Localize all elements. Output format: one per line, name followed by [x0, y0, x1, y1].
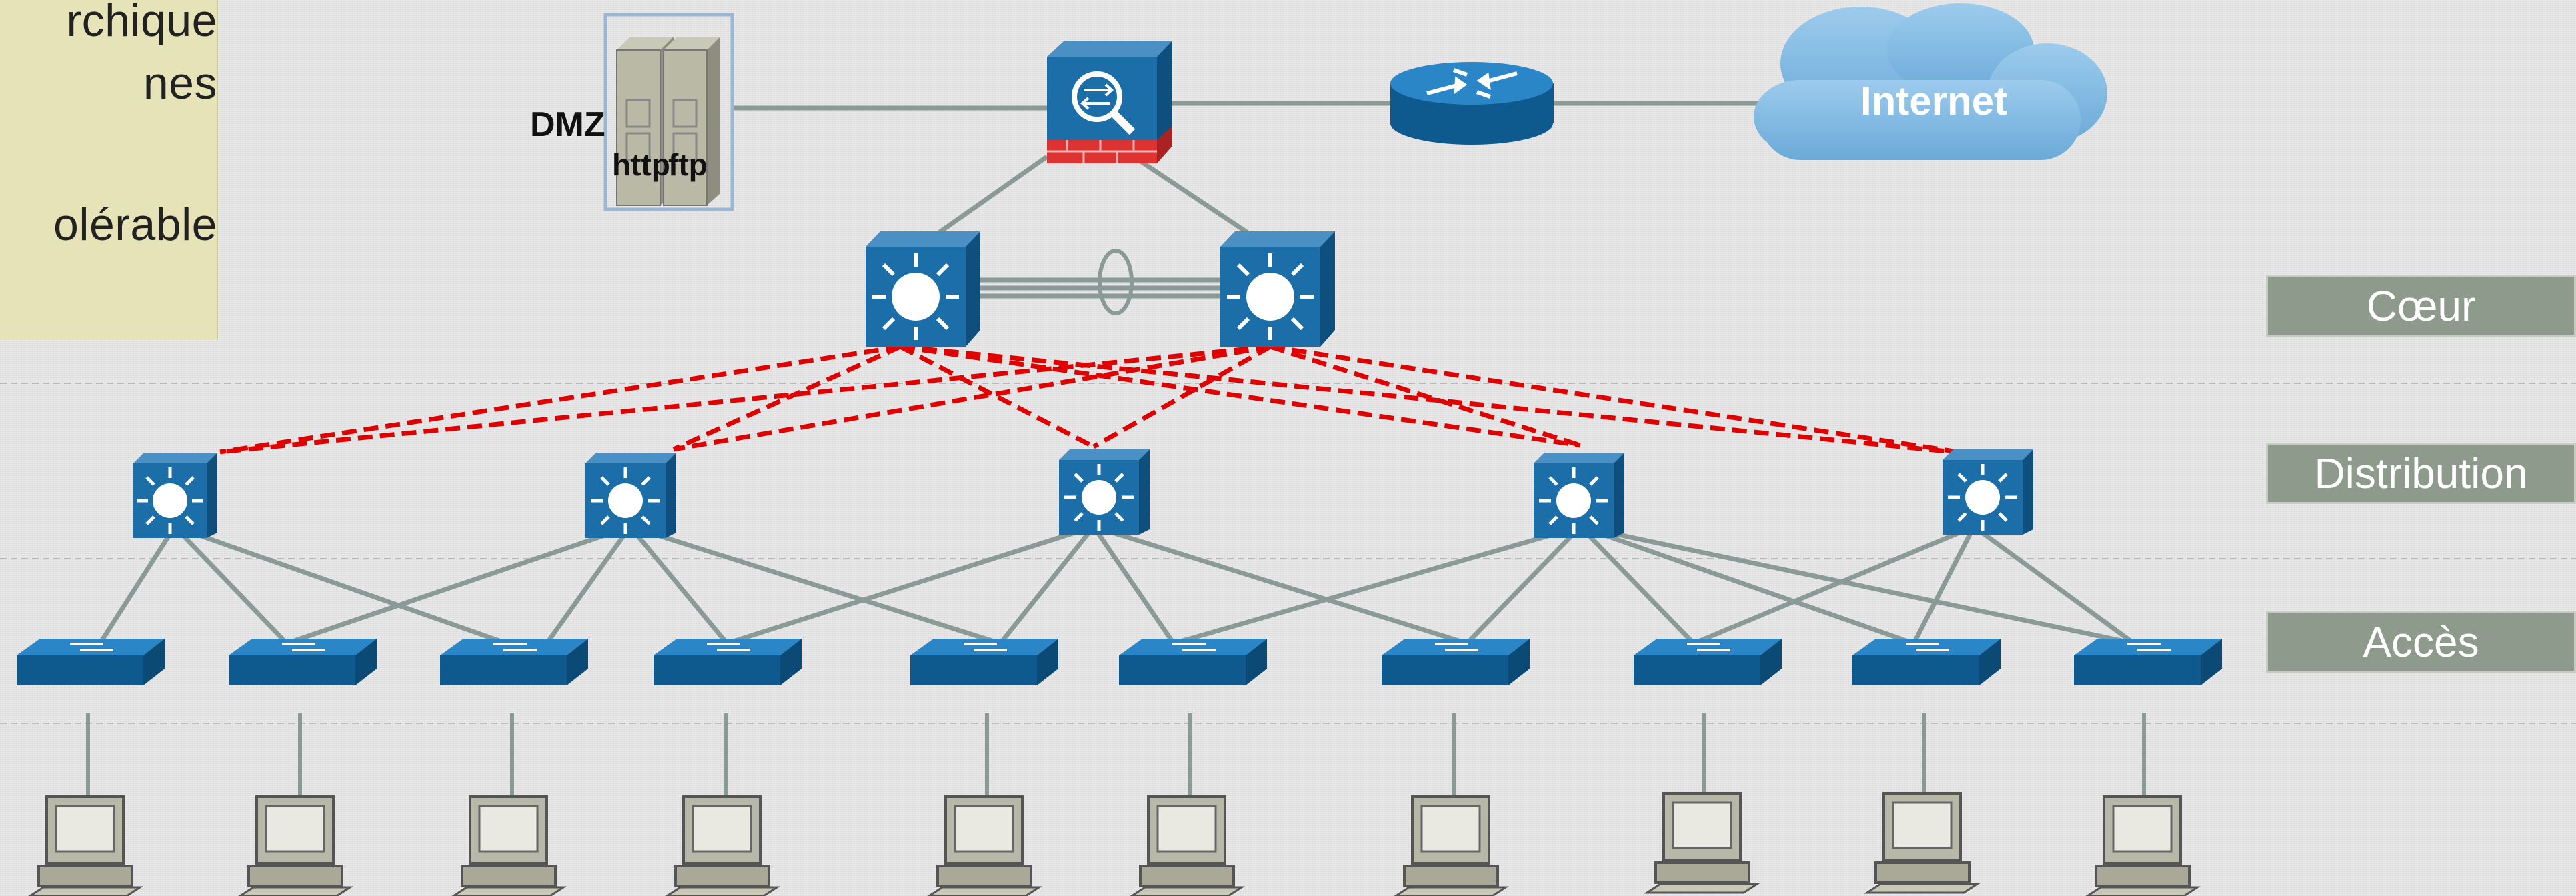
firewall-icon [1047, 41, 1172, 163]
access-switch-9 [1852, 639, 2001, 685]
access-switch-5 [910, 639, 1058, 685]
access-uplinks [98, 524, 2136, 646]
workstations [28, 792, 2201, 896]
pc-icon [451, 795, 567, 896]
access-switch-3 [440, 639, 588, 685]
etherchannel-ring [1098, 249, 1134, 315]
pc-icon [1643, 792, 1761, 894]
internet-cloud-icon [1754, 3, 2107, 160]
pc-icon [665, 795, 781, 896]
notes-panel: rchique nes olérable [0, 0, 218, 339]
pc-icon [1130, 795, 1246, 896]
access-switch-10 [2074, 639, 2222, 685]
wan-links [734, 101, 1767, 299]
dmz-servers [603, 13, 734, 211]
layer-label-access: Accès [2266, 611, 2576, 673]
pc-icon [1394, 795, 1510, 896]
dmz-label: DMZ [530, 105, 605, 144]
ftp-server-icon [663, 37, 720, 206]
layer-label-distribution: Distribution [2266, 443, 2576, 504]
access-switch-7 [1382, 639, 1530, 685]
distribution-switch-5 [1943, 449, 2033, 535]
core-uplinks [219, 344, 1968, 456]
pc-icon [238, 795, 354, 896]
access-switch-2 [229, 639, 377, 685]
note-line-1: rchique [66, 0, 217, 46]
distribution-switch-2 [585, 453, 676, 538]
layer-label-core: Cœur [2266, 275, 2576, 337]
access-switch-4 [654, 639, 802, 685]
note-line-2: nes [143, 58, 217, 109]
core-switch-2 [1220, 231, 1335, 347]
pc-icon [28, 795, 144, 896]
core-switch-1 [866, 231, 980, 347]
http-label: http [612, 147, 670, 182]
access-switch-1 [17, 639, 165, 685]
note-line-4: olérable [53, 199, 217, 250]
pc-links [86, 713, 2146, 800]
distribution-switch-1 [133, 453, 217, 538]
distribution-switches [133, 449, 2033, 538]
distribution-switch-4 [1534, 453, 1624, 538]
access-switches [17, 639, 2222, 685]
distribution-switch-3 [1059, 449, 1150, 535]
layer-separators [0, 383, 2576, 724]
pc-icon [927, 795, 1043, 896]
access-switch-6 [1119, 639, 1267, 685]
ftp-label: ftp [668, 147, 708, 182]
access-switch-8 [1634, 639, 1782, 685]
pc-icon [1863, 792, 1981, 894]
pc-icon [2085, 795, 2201, 896]
internet-label: Internet [1860, 79, 2007, 123]
router-icon [1390, 62, 1554, 145]
